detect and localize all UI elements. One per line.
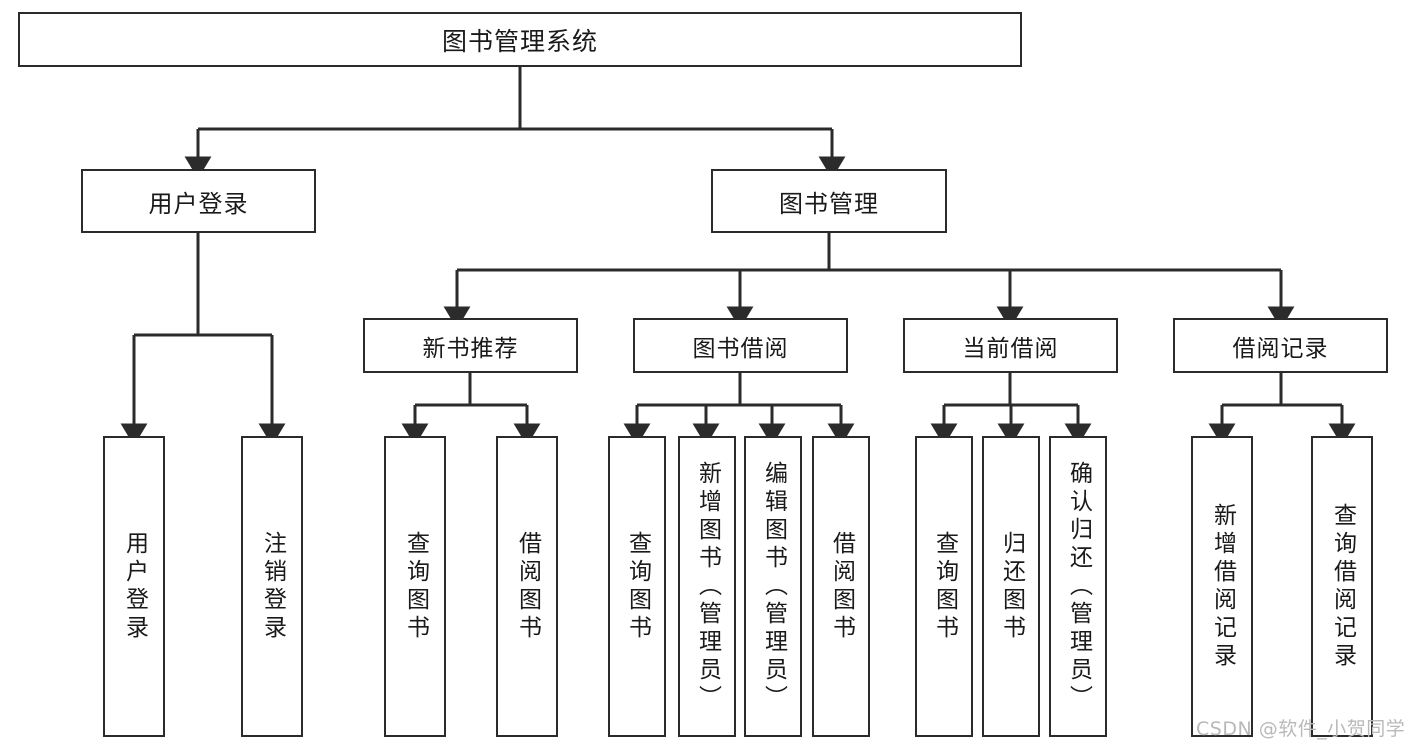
leaf-book-borrow-add-label: 新增图书（管理员） [694,460,721,713]
node-root-system[interactable]: 图书管理系统 [18,12,1022,67]
node-borrow-record-label: 借阅记录 [1232,335,1329,362]
leaf-book-borrow-query[interactable]: 查询图书 [608,436,666,737]
leaf-current-borrow-query-label: 查询图书 [931,530,958,643]
leaf-book-borrow-add[interactable]: 新增图书（管理员） [678,436,736,737]
leaf-book-borrow-edit[interactable]: 编辑图书（管理员） [744,436,802,737]
leaf-new-book-borrow-label: 借阅图书 [514,530,541,643]
leaf-book-borrow-lend-label: 借阅图书 [828,530,855,643]
leaf-new-book-query-label: 查询图书 [402,530,429,643]
leaf-user-login-signout-label: 注销登录 [259,530,286,643]
leaf-user-login-signin-label: 用户登录 [121,530,148,643]
node-new-book-recommend-label: 新书推荐 [422,335,519,362]
leaf-new-book-borrow[interactable]: 借阅图书 [496,436,558,737]
leaf-current-borrow-confirm-label: 确认归还（管理员） [1065,460,1092,713]
leaf-current-borrow-return-label: 归还图书 [998,530,1025,643]
leaf-current-borrow-query[interactable]: 查询图书 [915,436,973,737]
leaf-borrow-record-query[interactable]: 查询借阅记录 [1311,436,1373,737]
node-book-borrow[interactable]: 图书借阅 [633,318,848,373]
leaf-book-borrow-lend[interactable]: 借阅图书 [812,436,870,737]
leaf-book-borrow-edit-label: 编辑图书（管理员） [760,460,787,713]
node-current-borrow-label: 当前借阅 [962,335,1059,362]
leaf-current-borrow-confirm[interactable]: 确认归还（管理员） [1049,436,1107,737]
leaf-user-login-signin[interactable]: 用户登录 [103,436,165,737]
node-book-management-label: 图书管理 [779,189,879,218]
node-user-login[interactable]: 用户登录 [81,169,316,233]
leaf-borrow-record-add[interactable]: 新增借阅记录 [1191,436,1253,737]
leaf-borrow-record-add-label: 新增借阅记录 [1209,502,1236,671]
leaf-current-borrow-return[interactable]: 归还图书 [982,436,1040,737]
node-user-login-label: 用户登录 [148,189,249,218]
leaf-new-book-query[interactable]: 查询图书 [384,436,446,737]
node-book-management[interactable]: 图书管理 [711,169,947,233]
node-borrow-record[interactable]: 借阅记录 [1173,318,1388,373]
node-book-borrow-label: 图书借阅 [692,335,789,362]
node-new-book-recommend[interactable]: 新书推荐 [363,318,578,373]
node-root-label: 图书管理系统 [441,26,598,56]
leaf-book-borrow-query-label: 查询图书 [624,530,651,643]
leaf-borrow-record-query-label: 查询借阅记录 [1329,502,1356,671]
node-current-borrow[interactable]: 当前借阅 [903,318,1118,373]
leaf-user-login-signout[interactable]: 注销登录 [241,436,303,737]
